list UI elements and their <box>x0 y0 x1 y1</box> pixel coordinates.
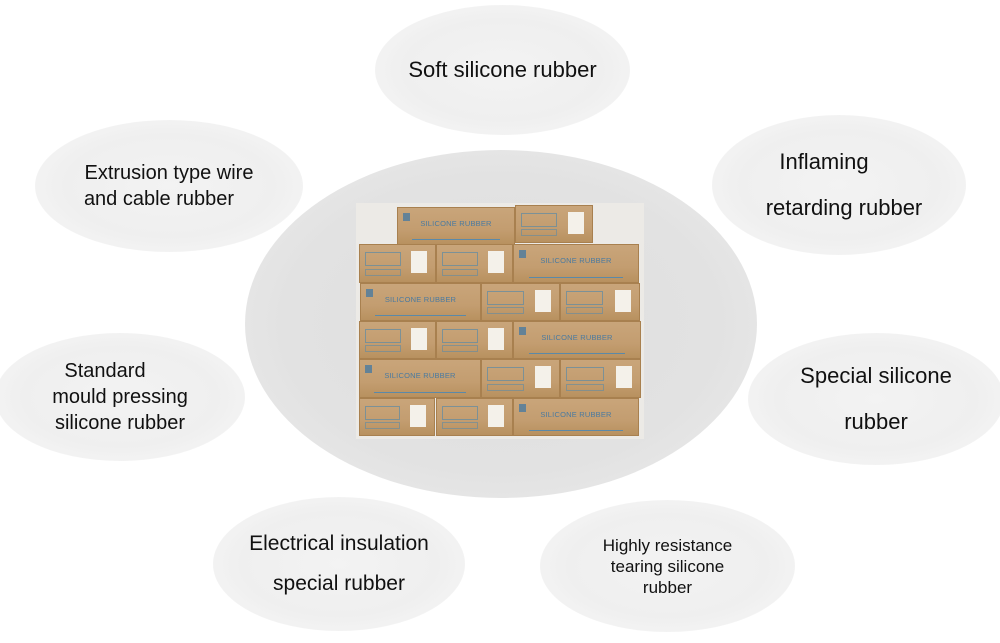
box-text: SILICONE RUBBER <box>540 256 612 265</box>
box-label-side <box>515 205 593 243</box>
category-extrusion-rubber: Extrusion type wire and cable rubber <box>35 120 303 252</box>
box-text: SILICONE RUBBER <box>540 410 612 419</box>
category-electrical-insulation: Electrical insulation special rubber <box>213 497 465 631</box>
product-boxes-photo: SILICONE RUBBER SILICONE RUBBER SILICONE… <box>356 203 644 439</box>
box-silicone-rubber: SILICONE RUBBER <box>513 244 639 283</box>
box-label-side <box>481 283 560 321</box>
category-label: rubber <box>844 409 908 434</box>
box-silicone-rubber: SILICONE RUBBER <box>513 398 639 436</box>
box-label-side <box>436 244 513 283</box>
box-label-side <box>359 398 435 436</box>
category-label: silicone rubber <box>54 412 186 434</box>
category-label: mould pressing <box>52 386 188 408</box>
category-special-silicone-rubber: Special silicone rubber <box>748 333 1000 465</box>
category-label: Standard <box>64 360 146 382</box>
category-label: tearing silicone <box>610 556 725 576</box>
category-label: Inflaming <box>779 149 869 174</box>
category-label: Special silicone <box>800 363 952 388</box>
box-text: SILICONE RUBBER <box>420 219 492 228</box>
box-label-side <box>436 321 513 359</box>
category-standard-mould-pressing: Standard mould pressing silicone rubber <box>0 333 245 461</box>
category-label: retarding rubber <box>765 195 923 220</box>
category-label: Electrical insulation <box>249 532 429 555</box>
box-silicone-rubber: SILICONE RUBBER <box>397 207 515 245</box>
category-label: rubber <box>642 577 693 597</box>
box-text: SILICONE RUBBER <box>384 371 456 380</box>
category-label: Highly resistance <box>602 535 733 555</box>
box-text: SILICONE RUBBER <box>384 295 457 304</box>
box-label-side <box>359 244 436 283</box>
box-silicone-rubber: SILICONE RUBBER <box>360 283 481 321</box>
category-inflaming-retarding-rubber: Inflaming retarding rubber <box>712 115 966 255</box>
box-label-side <box>481 359 560 398</box>
box-text: SILICONE RUBBER <box>541 333 613 342</box>
category-soft-silicone-rubber: Soft silicone rubber <box>375 5 630 135</box>
box-silicone-rubber: SILICONE RUBBER <box>513 321 641 359</box>
box-label-side <box>359 321 436 359</box>
box-label-side <box>436 398 513 436</box>
category-label: and cable rubber <box>83 188 235 210</box>
category-label: special rubber <box>273 572 405 595</box>
category-label: Soft silicone rubber <box>408 57 597 82</box>
category-label: Extrusion type wire <box>84 162 254 184</box>
box-silicone-rubber: SILICONE RUBBER <box>359 359 481 398</box>
box-label-side <box>560 283 640 321</box>
box-label-side <box>560 359 641 398</box>
